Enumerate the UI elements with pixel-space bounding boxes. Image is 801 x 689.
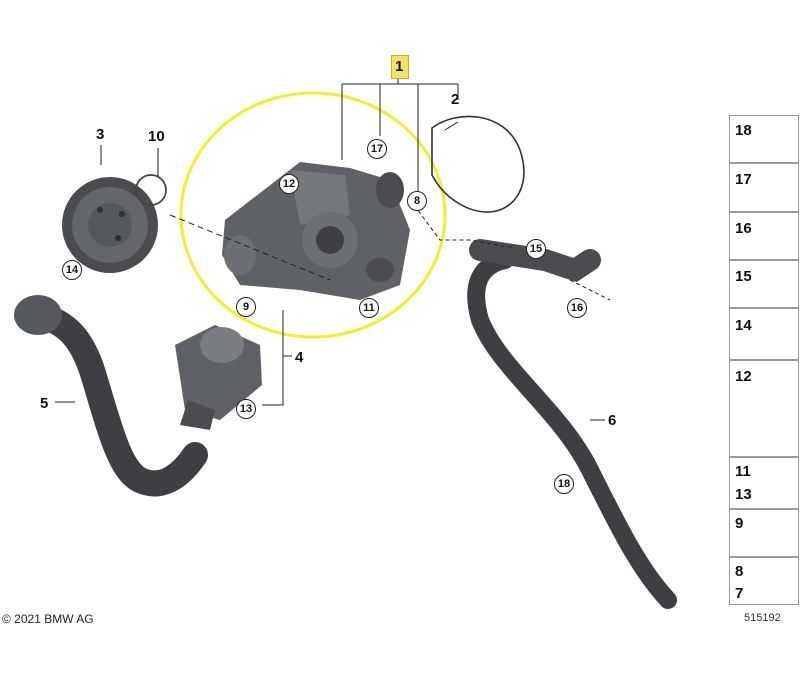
- pulley: [62, 177, 158, 273]
- part-1-highlight-box: [391, 55, 409, 79]
- legend-item[interactable]: 18: [729, 115, 799, 163]
- callout-part-6[interactable]: 6: [608, 412, 617, 429]
- legend-label: 12: [735, 368, 752, 385]
- legend-item[interactable]: 16: [729, 212, 799, 260]
- legend-label: 14: [735, 317, 752, 334]
- hose-6: [467, 251, 677, 609]
- legend-label: 9: [735, 515, 744, 532]
- legend-item[interactable]: 9: [729, 509, 799, 557]
- callout-part-5[interactable]: 5: [40, 395, 49, 412]
- circled-12[interactable]: 12: [279, 174, 299, 194]
- circled-15[interactable]: 15: [526, 239, 546, 259]
- callout-part-1[interactable]: 1: [395, 58, 404, 75]
- legend-label: 17: [735, 171, 752, 188]
- circled-13[interactable]: 13: [236, 399, 256, 419]
- leader-lines: [55, 78, 611, 421]
- callout-part-4[interactable]: 4: [295, 349, 304, 366]
- circled-18[interactable]: 18: [554, 474, 574, 494]
- circled-16[interactable]: 16: [567, 298, 587, 318]
- legend-item[interactable]: 17: [729, 163, 799, 212]
- gasket-ring: [431, 115, 525, 213]
- circled-14[interactable]: 14: [62, 260, 82, 280]
- hose-6-top: [469, 239, 601, 283]
- legend-item[interactable]: 15: [729, 260, 799, 308]
- legend-item[interactable]: 8 7: [729, 557, 799, 605]
- legend-item[interactable]: 12: [729, 360, 799, 457]
- hose-5: [22, 302, 208, 497]
- legend-item[interactable]: 14: [729, 308, 799, 360]
- legend-item[interactable]: 11 13: [729, 457, 799, 509]
- water-pump: [222, 162, 410, 300]
- legend-label: 8: [735, 563, 744, 580]
- callout-part-2[interactable]: 2: [451, 91, 460, 108]
- legend-label: 16: [735, 220, 752, 237]
- legend-label: 18: [735, 122, 752, 139]
- callout-part-10[interactable]: 10: [148, 128, 165, 145]
- snap-ring: [135, 174, 167, 206]
- circled-11[interactable]: 11: [359, 298, 379, 318]
- callout-part-3[interactable]: 3: [96, 126, 105, 143]
- copyright-text: © 2021 BMW AG: [2, 612, 94, 626]
- diagram-reference-number: 515192: [744, 612, 781, 624]
- thermostat: [175, 325, 262, 430]
- legend-label: 11: [735, 463, 751, 480]
- circled-8[interactable]: 8: [407, 191, 427, 211]
- highlight-ellipse: [179, 91, 447, 339]
- hose-5-end: [14, 295, 62, 335]
- legend-label: 13: [735, 486, 752, 503]
- circled-9[interactable]: 9: [236, 297, 256, 317]
- legend-label: 7: [735, 585, 744, 602]
- legend-label: 15: [735, 268, 752, 285]
- parts-legend: 18 17 16 15 14 12 11 13 9 8 7: [729, 115, 799, 605]
- circled-17[interactable]: 17: [367, 139, 387, 159]
